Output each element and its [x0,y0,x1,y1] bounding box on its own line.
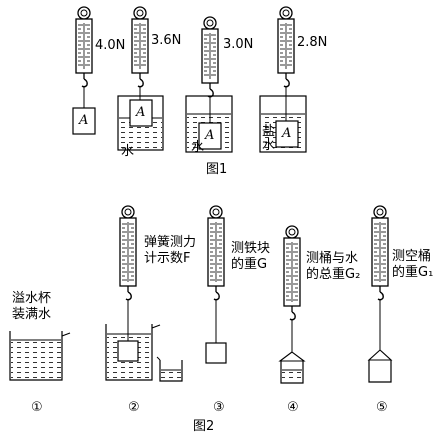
reading-4: 2.8N [297,35,328,50]
figure2-caption: 图2 [193,419,215,434]
step3-label-line1: 测铁块 [231,241,271,256]
step-number-1: ① [31,400,43,415]
step-number-4: ④ [287,400,299,415]
overflow-cup-alone [9,331,71,381]
block-label-4: A [282,126,292,141]
step-number-3: ③ [213,400,225,415]
step4-label-line2: 的总重G₂ [306,267,361,282]
fig1-spring-scale-4 [259,6,307,153]
step3-apparatus [205,205,227,364]
fig1-spring-scale-1 [72,6,96,135]
reading-1: 4.0N [95,38,126,53]
reading-3: 3.0N [223,37,254,52]
fig1-spring-scale-2 [117,6,164,151]
step5-label-line2: 的重G₁ [392,265,434,280]
step5-apparatus [367,205,393,383]
overflow-cup-label-line1: 溢水杯 [12,291,52,306]
block-label-1: A [79,113,89,128]
step4-label-line1: 测桶与水 [306,251,359,266]
reading-2: 3.6N [151,33,182,48]
step2-label-line1: 弹簧测力 [144,235,197,250]
step-number-5: ⑤ [376,400,388,415]
figure1-caption: 图1 [206,162,228,177]
liquid-label-water-1: 水 [121,144,135,159]
liquid-label-water-2: 水 [191,140,205,155]
liquid-label-saltwater: 盐水 [262,124,276,153]
fig1-spring-scale-3 [185,16,233,153]
step2-label-line2: 计示数F [144,251,191,266]
block-label-3: A [205,128,215,143]
step3-label-line2: 的重G [231,257,268,272]
block-label-2: A [136,105,146,120]
step2-apparatus [105,205,183,382]
step-number-2: ② [128,400,140,415]
step5-label-line1: 测空桶 [392,249,432,264]
step4-apparatus [278,225,306,384]
overflow-cup-label-line2: 装满水 [12,307,52,322]
